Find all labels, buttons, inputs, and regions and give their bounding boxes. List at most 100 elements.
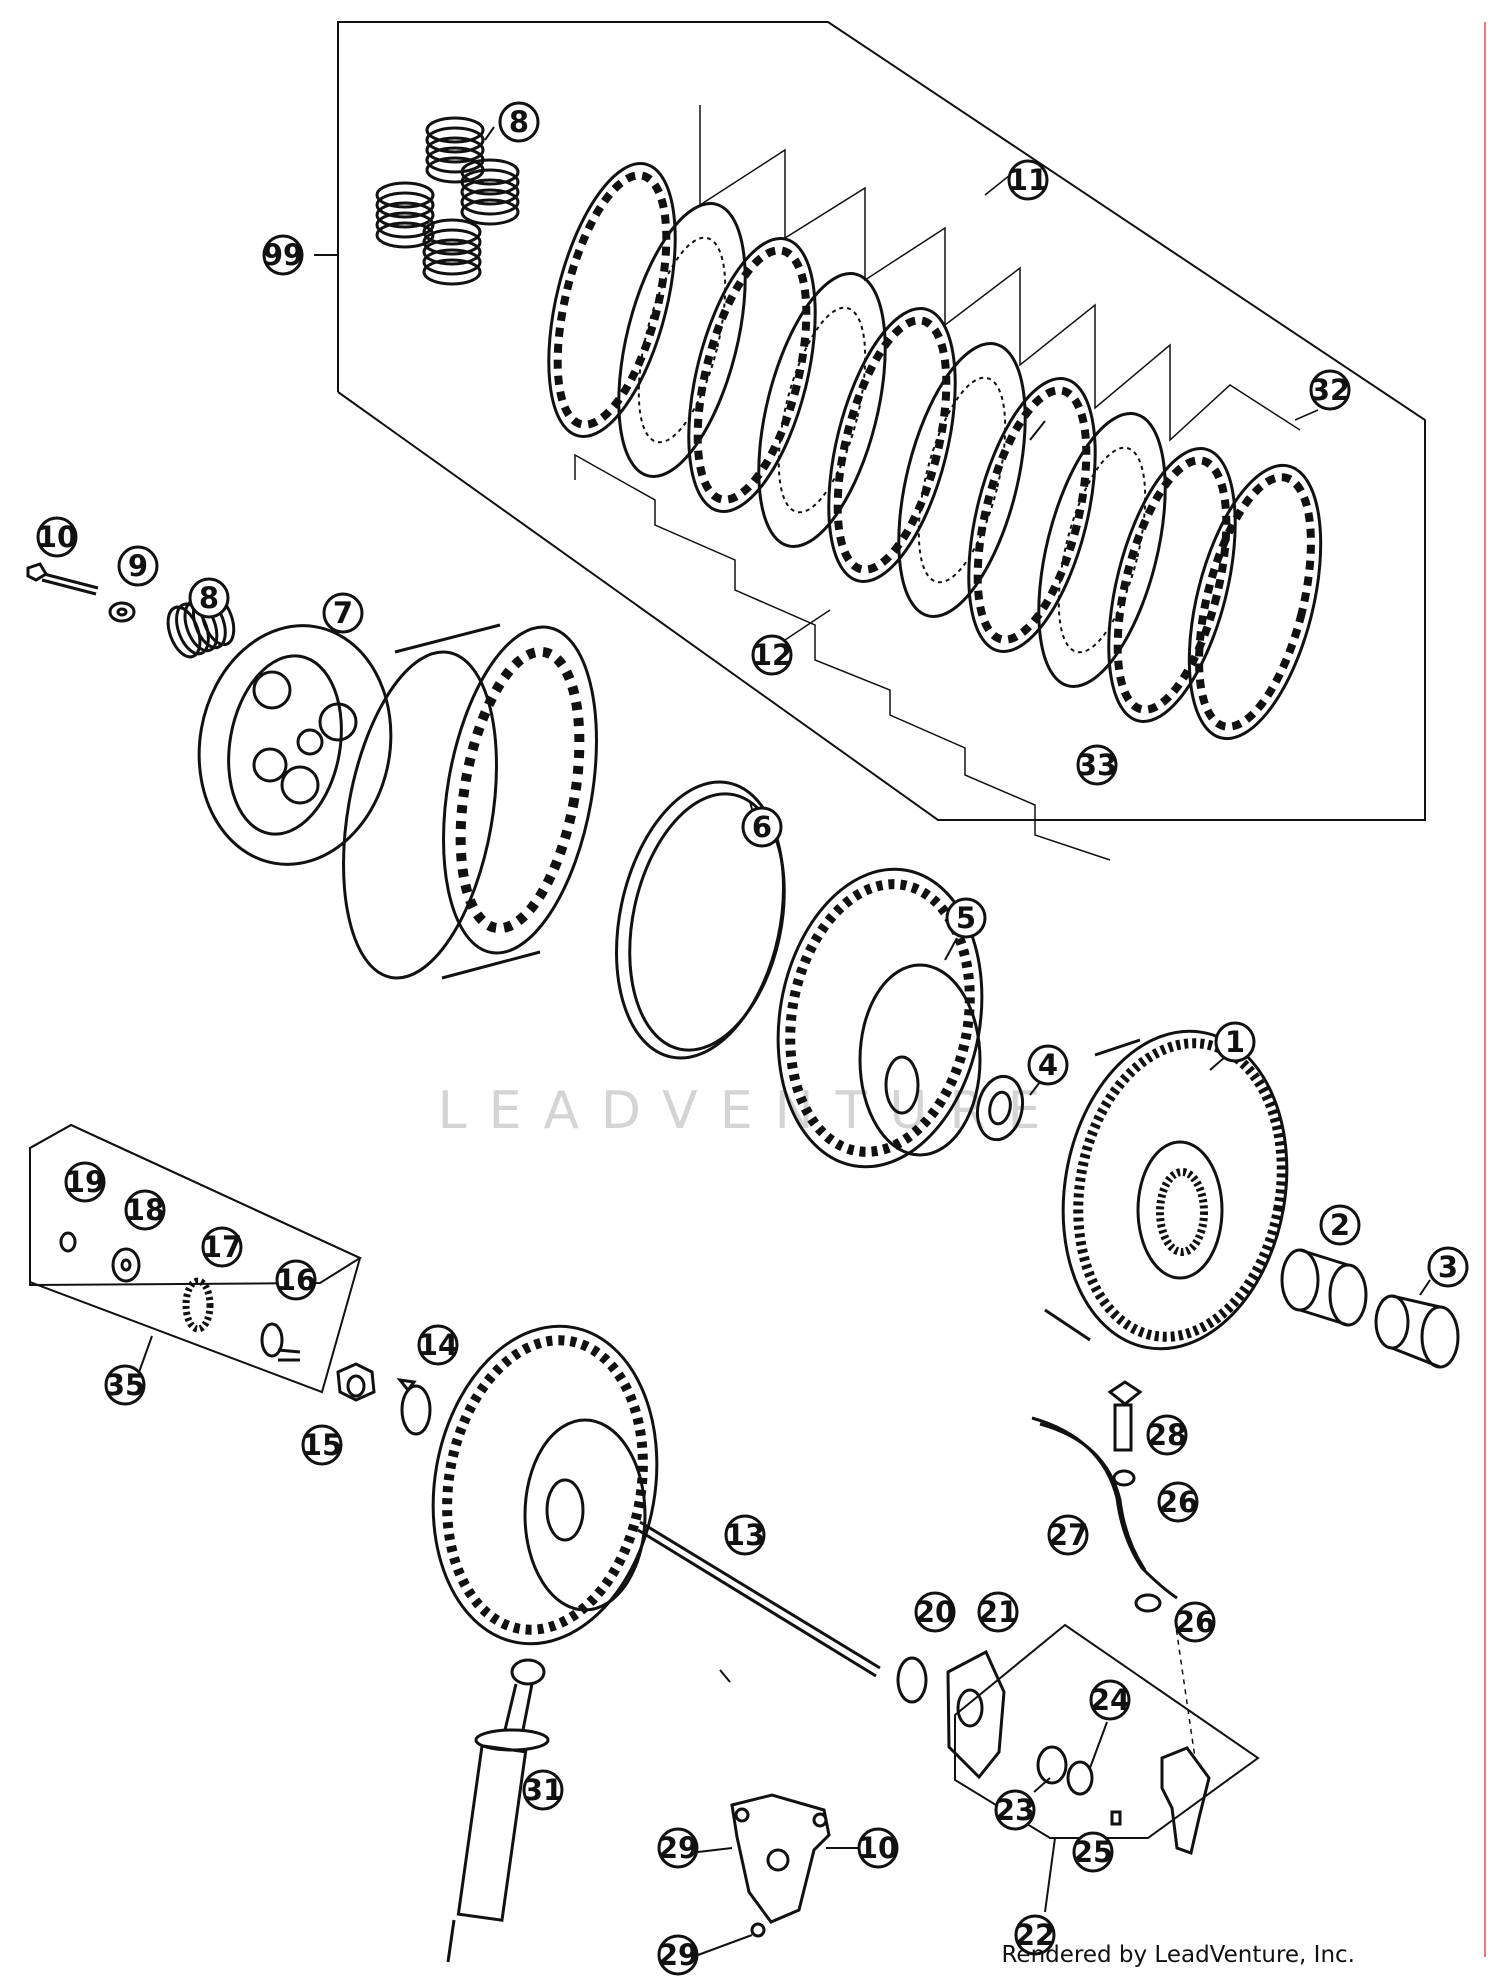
callout-32: 32 xyxy=(1309,369,1351,411)
callout-31: 31 xyxy=(522,1769,564,1811)
callout-26a: 26 xyxy=(1157,1481,1199,1523)
svg-text:14: 14 xyxy=(418,1328,458,1362)
clutch-hose xyxy=(1031,1380,1196,1759)
svg-text:22: 22 xyxy=(1015,1918,1055,1952)
callout-6: 6 xyxy=(741,806,783,848)
callout-26b: 26 xyxy=(1174,1601,1216,1643)
callout-22: 22 xyxy=(1014,1914,1056,1956)
svg-text:5: 5 xyxy=(956,901,976,935)
callout-19: 19 xyxy=(64,1161,106,1203)
svg-text:35: 35 xyxy=(105,1368,145,1402)
callout-11: 11 xyxy=(1007,159,1049,201)
bushing xyxy=(1374,1294,1460,1369)
callout-labels: 1 2 3 4 5 6 7 8 8 9 10 10 11 12 13 14 15… xyxy=(36,101,1469,1976)
callout-25: 25 xyxy=(1072,1831,1114,1873)
o-ring-and-gasket xyxy=(896,1649,1006,1780)
kit-22-outline xyxy=(954,1623,1260,1913)
thrust-washer xyxy=(975,1074,1025,1142)
callout-29b: 29 xyxy=(657,1934,699,1976)
callout-10b: 10 xyxy=(857,1827,899,1869)
svg-text:16: 16 xyxy=(276,1263,316,1297)
svg-text:19: 19 xyxy=(65,1165,105,1199)
callout-35: 35 xyxy=(104,1364,146,1406)
svg-text:23: 23 xyxy=(995,1793,1035,1827)
assembled-clutch-pack xyxy=(342,623,598,980)
callout-leaders xyxy=(484,126,1431,1956)
svg-text:26: 26 xyxy=(1175,1605,1215,1639)
slave-cylinder-parts xyxy=(1036,1745,1211,1855)
plates-leader-lines xyxy=(574,105,1319,861)
svg-text:20: 20 xyxy=(915,1595,955,1629)
callout-17: 17 xyxy=(201,1226,243,1268)
callout-14: 14 xyxy=(417,1324,459,1366)
needle-bearing xyxy=(1280,1248,1368,1327)
footer-credit: Rendered by LeadVenture, Inc. xyxy=(1001,1942,1355,1968)
svg-text:29: 29 xyxy=(658,1831,698,1865)
kit-35-outline xyxy=(29,1123,363,1394)
svg-text:11: 11 xyxy=(1008,163,1048,197)
svg-text:28: 28 xyxy=(1147,1418,1187,1452)
wire-ring xyxy=(615,780,786,1060)
callout-1: 1 xyxy=(1214,1021,1256,1063)
callout-3: 3 xyxy=(1427,1246,1469,1288)
kit-35-parts xyxy=(59,1231,301,1362)
outer-clutch-basket xyxy=(1044,1029,1289,1351)
svg-text:7: 7 xyxy=(333,596,353,630)
svg-text:6: 6 xyxy=(752,810,772,844)
slave-cylinder-cover xyxy=(730,1793,831,1938)
callout-4: 4 xyxy=(1027,1044,1069,1086)
svg-text:33: 33 xyxy=(1077,748,1117,782)
svg-text:25: 25 xyxy=(1073,1835,1113,1869)
svg-text:24: 24 xyxy=(1090,1683,1130,1717)
callout-13: 13 xyxy=(724,1514,766,1556)
callout-24: 24 xyxy=(1089,1679,1131,1721)
svg-text:3: 3 xyxy=(1438,1250,1458,1284)
svg-text:17: 17 xyxy=(202,1230,242,1264)
svg-text:18: 18 xyxy=(125,1193,165,1227)
callout-5: 5 xyxy=(945,897,987,939)
grease-syringe xyxy=(446,1658,550,1963)
callout-8a: 8 xyxy=(498,101,540,143)
callout-12: 12 xyxy=(751,634,793,676)
page-edge-marker xyxy=(1484,22,1486,1957)
callout-9: 9 xyxy=(117,545,159,587)
callout-21: 21 xyxy=(977,1591,1019,1633)
svg-text:4: 4 xyxy=(1038,1048,1058,1082)
callout-16: 16 xyxy=(275,1259,317,1301)
callout-29a: 29 xyxy=(657,1827,699,1869)
svg-text:99: 99 xyxy=(263,238,303,272)
watermark: LEADVENTURE xyxy=(438,1081,1063,1141)
svg-text:15: 15 xyxy=(302,1428,342,1462)
svg-text:12: 12 xyxy=(752,638,792,672)
callout-28: 28 xyxy=(1146,1414,1188,1456)
svg-text:2: 2 xyxy=(1330,1208,1350,1242)
push-rod xyxy=(637,1520,881,1678)
clutch-plates-stack xyxy=(547,162,1323,741)
svg-text:10: 10 xyxy=(858,1831,898,1865)
svg-text:29: 29 xyxy=(658,1938,698,1972)
svg-text:27: 27 xyxy=(1048,1518,1088,1552)
callout-10a: 10 xyxy=(36,516,78,558)
callout-2: 2 xyxy=(1319,1204,1361,1246)
svg-text:21: 21 xyxy=(978,1595,1018,1629)
svg-text:26: 26 xyxy=(1158,1485,1198,1519)
svg-text:8: 8 xyxy=(509,105,529,139)
callout-99: 99 xyxy=(262,234,304,276)
callout-8b: 8 xyxy=(188,577,230,619)
pressure-plate xyxy=(197,624,393,866)
callout-23: 23 xyxy=(994,1789,1036,1831)
callout-27: 27 xyxy=(1047,1514,1089,1556)
svg-text:10: 10 xyxy=(37,520,77,554)
callout-15: 15 xyxy=(301,1424,343,1466)
svg-text:32: 32 xyxy=(1310,373,1350,407)
callout-7: 7 xyxy=(322,592,364,634)
callout-33: 33 xyxy=(1076,744,1118,786)
svg-text:9: 9 xyxy=(128,549,148,583)
svg-text:13: 13 xyxy=(725,1518,765,1552)
svg-text:1: 1 xyxy=(1225,1025,1245,1059)
nut-and-lockwasher xyxy=(336,1362,432,1436)
bolt-and-washer xyxy=(26,562,136,623)
svg-text:8: 8 xyxy=(199,581,219,615)
callout-18: 18 xyxy=(124,1189,166,1231)
